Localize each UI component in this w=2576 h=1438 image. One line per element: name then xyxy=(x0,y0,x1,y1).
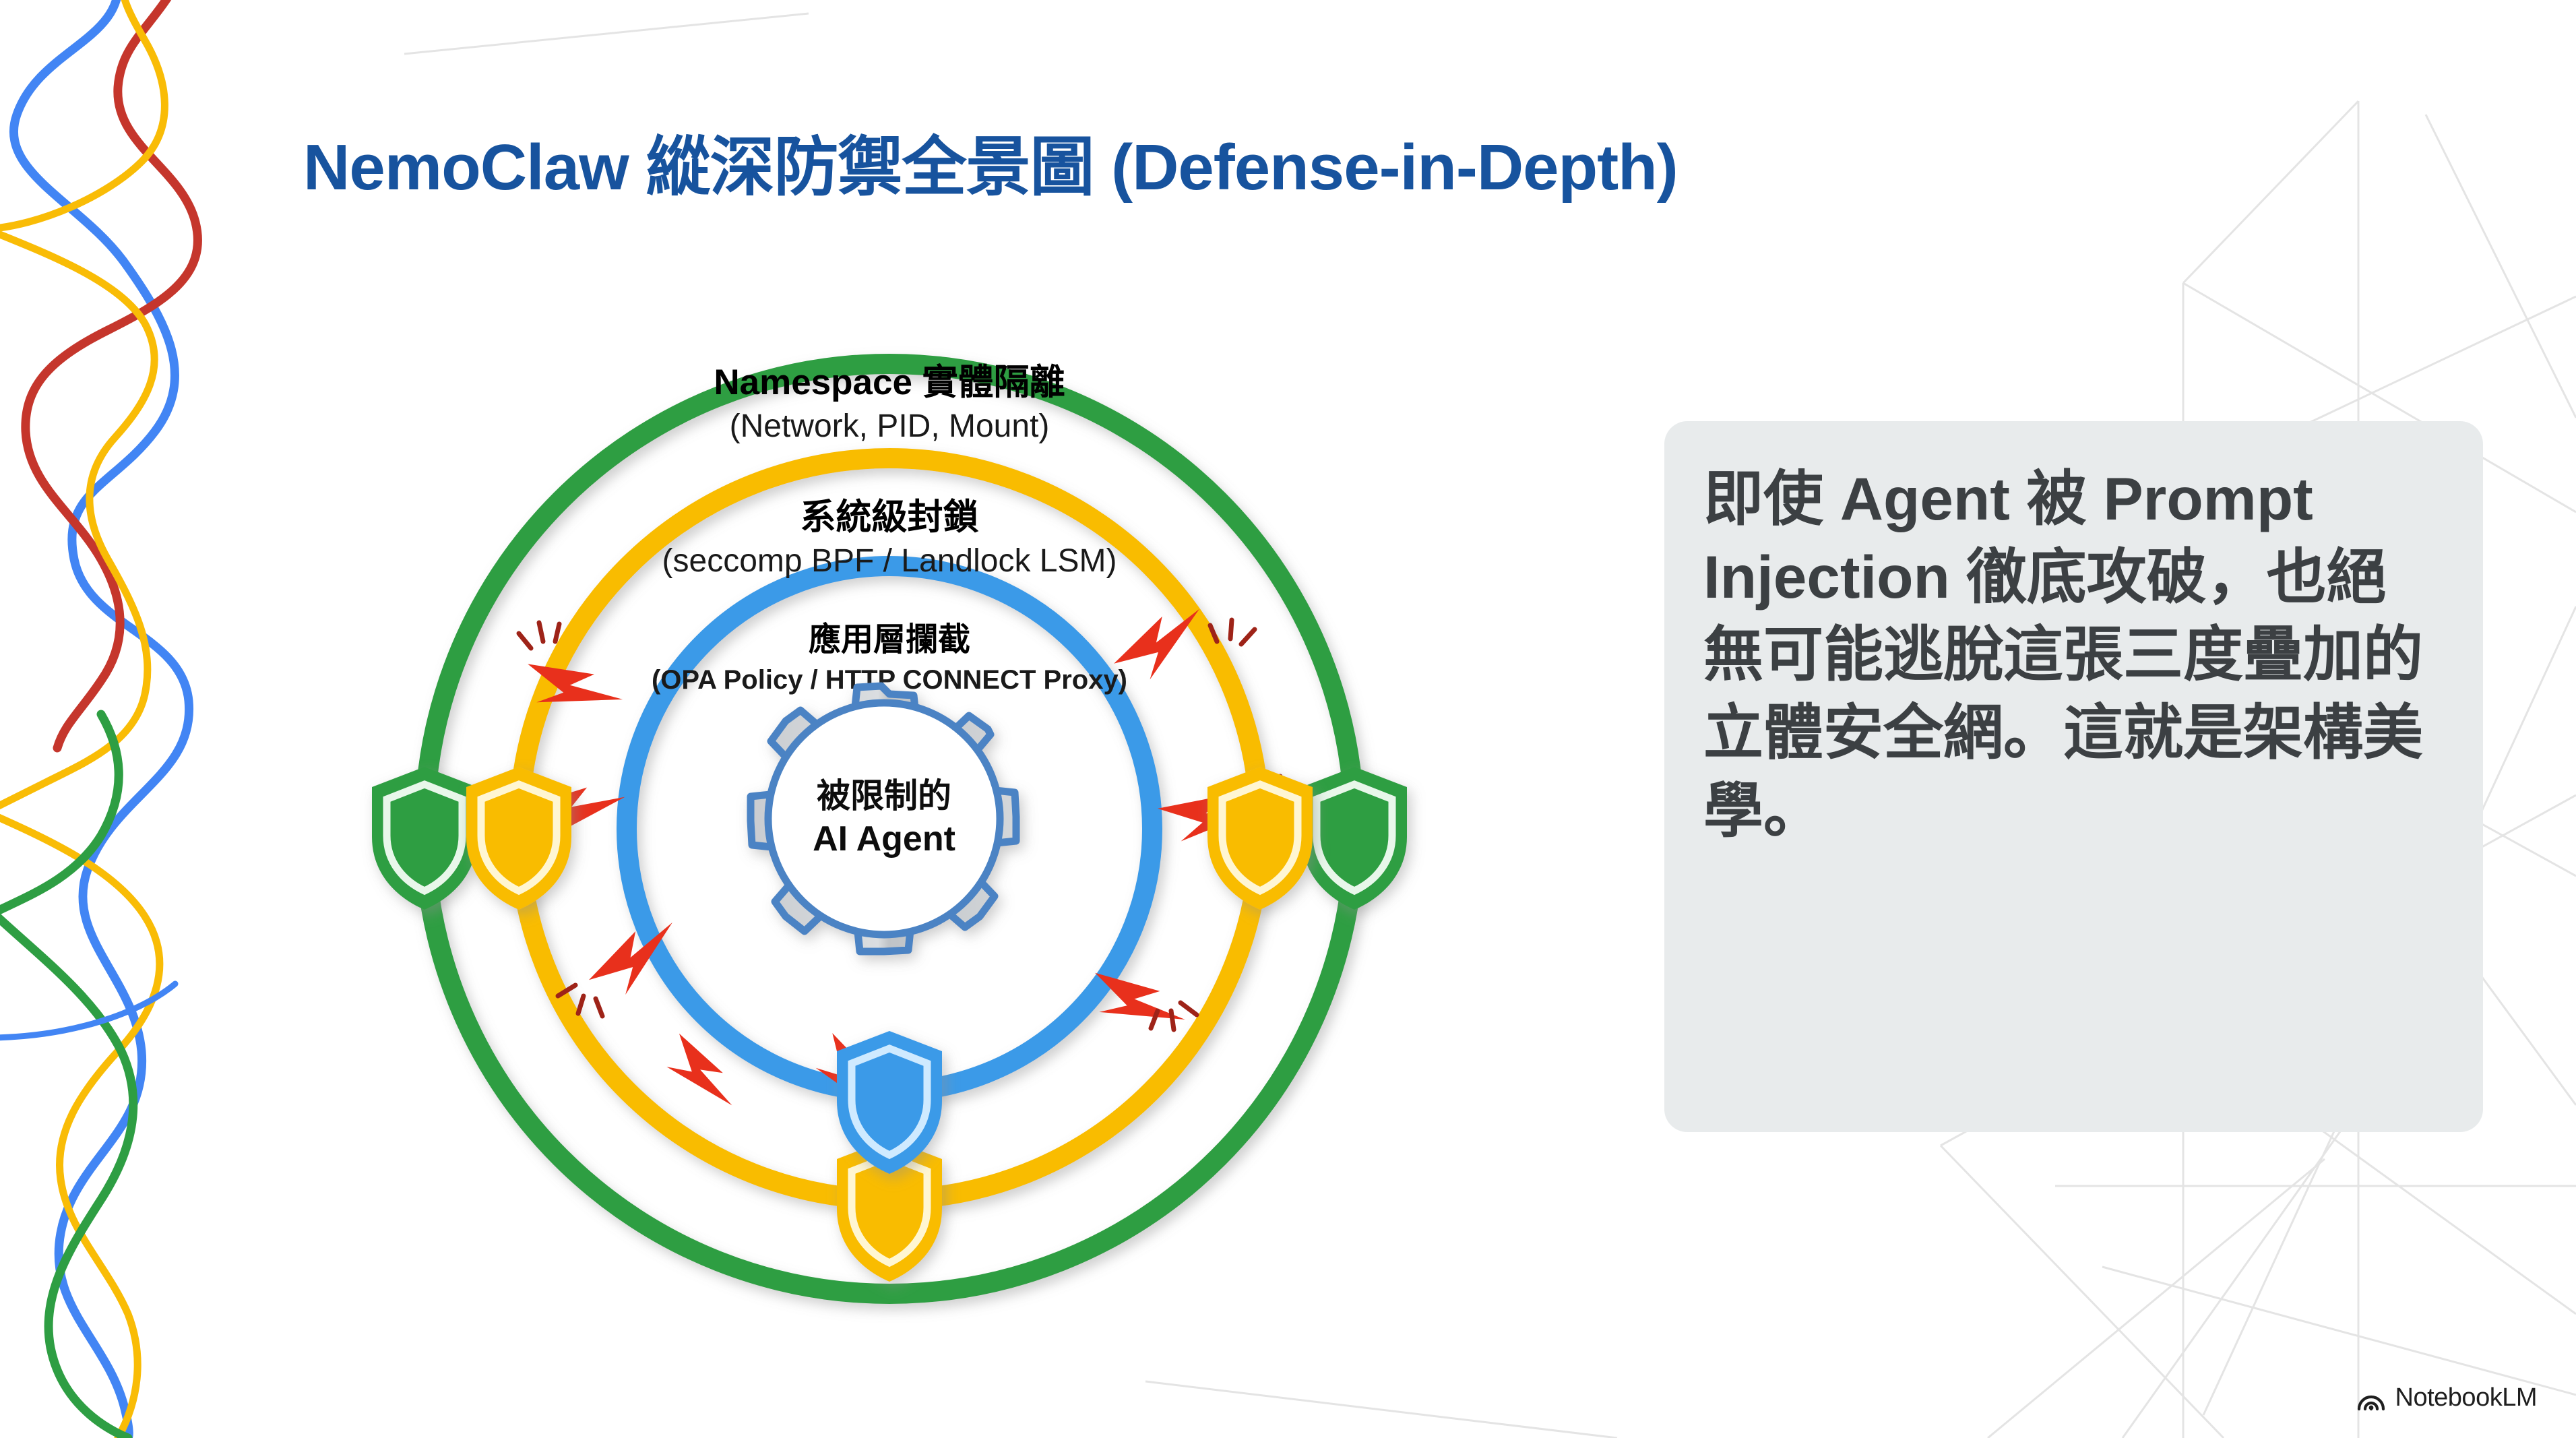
ring-outer-subtitle: (Network, PID, Mount) xyxy=(730,408,1050,444)
squiggle-blue xyxy=(9,0,194,1438)
google-squiggle-decoration xyxy=(0,0,202,1438)
center-gear-node: 被限制的 AI Agent xyxy=(747,682,1020,956)
shield-icon-inner-bottom xyxy=(837,1031,942,1174)
ring-middle-subtitle: (seccomp BPF / Landlock LSM) xyxy=(662,543,1117,579)
shield-badges-group xyxy=(372,767,1407,1282)
squiggle-red xyxy=(21,0,202,753)
ring-middle-title: 系統級封鎖 xyxy=(800,497,979,537)
spark-icon xyxy=(555,982,605,1019)
ring-inner-title: 應用層攔截 xyxy=(809,621,970,658)
ring-middle-label-group: 系統級封鎖 (seccomp BPF / Landlock LSM) xyxy=(662,497,1117,579)
callout-panel: 即使 Agent 被 Prompt Injection 徹底攻破，也絕無可能逃脫… xyxy=(1664,421,2483,1132)
shield-icon-middle-right xyxy=(1207,767,1313,910)
lightning-bolt-icon xyxy=(589,922,672,995)
shield-icon-middle-bottom xyxy=(837,1139,942,1282)
gear-hub xyxy=(764,699,1004,939)
shield-icon-middle-left xyxy=(466,767,571,910)
squiggle-yellow xyxy=(0,0,168,1438)
center-label-line1: 被限制的 xyxy=(817,777,951,815)
notebooklm-label: NotebookLM xyxy=(2395,1383,2538,1412)
lightning-bolt-icon xyxy=(1095,972,1185,1020)
squiggle-blue-tail xyxy=(0,980,179,1041)
notebooklm-watermark: NotebookLM xyxy=(2356,1383,2538,1412)
spark-icon xyxy=(516,620,562,651)
notebooklm-icon xyxy=(2357,1395,2385,1410)
spark-icon xyxy=(1148,1000,1199,1032)
shield-icon-outer-left xyxy=(372,767,477,910)
center-label-line2: AI Agent xyxy=(813,819,955,858)
lightning-bolt-icon xyxy=(666,1033,732,1106)
ring-outer-label-group: Namespace 實體隔離 (Network, PID, Mount) xyxy=(714,363,1065,444)
ring-outer-title: Namespace 實體隔離 xyxy=(714,363,1065,402)
shield-icon-outer-right xyxy=(1302,767,1407,910)
defense-in-depth-diagram: Namespace 實體隔離 (Network, PID, Mount) 系統級… xyxy=(372,354,1407,1304)
lightning-bolt-icon xyxy=(528,664,623,703)
spark-icon xyxy=(1207,617,1257,647)
page-title: NemoClaw 縱深防禦全景圖 (Defense-in-Depth) xyxy=(303,131,1678,204)
squiggle-green xyxy=(0,710,138,1438)
callout-text: 即使 Agent 被 Prompt Injection 徹底攻破，也絕無可能逃脫… xyxy=(1703,465,2423,844)
lightning-bolt-icon xyxy=(1114,608,1199,680)
